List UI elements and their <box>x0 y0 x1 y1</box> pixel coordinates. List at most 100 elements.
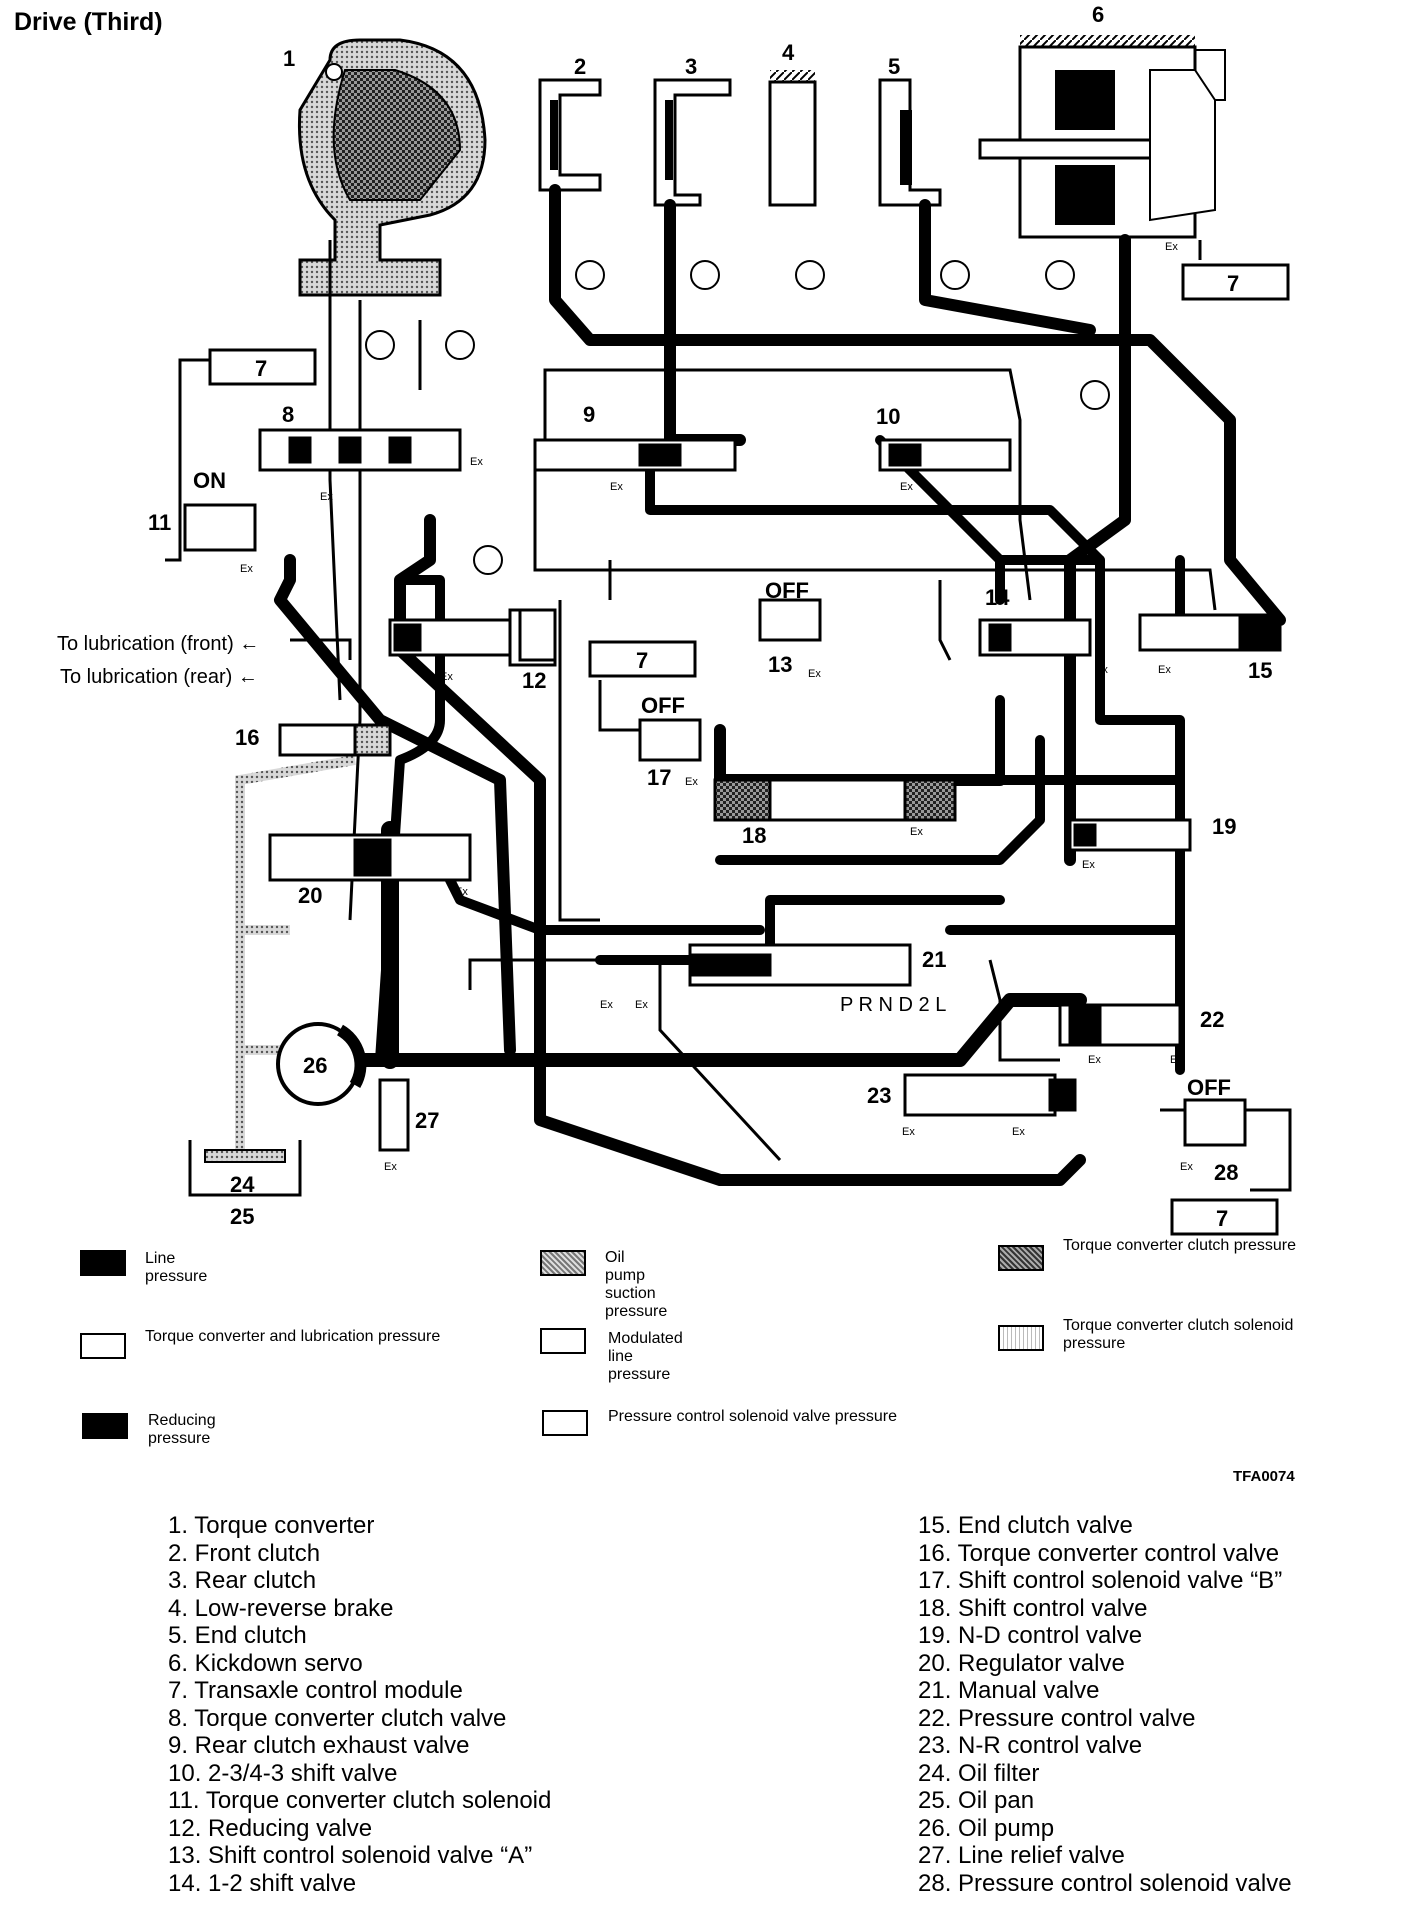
ex-20: Ex <box>1180 1161 1193 1173</box>
part-item: 16. Torque converter control valve <box>918 1539 1280 1567</box>
label-8: 8 <box>282 402 294 427</box>
legend-label: Pressure control solenoid valve pressure <box>608 1408 898 1425</box>
legend-label: Modulated line pressure <box>608 1330 683 1383</box>
label-17: 17 <box>647 765 671 790</box>
label-11: 11 <box>148 510 171 535</box>
part-item: 3. Rear clutch <box>168 1567 317 1594</box>
label-28: 28 <box>1214 1160 1238 1185</box>
part-item: 8. Torque converter clutch valve <box>168 1704 507 1732</box>
label-23: 23 <box>867 1083 891 1108</box>
label-4: 4 <box>782 40 795 65</box>
ex-11: Ex <box>910 826 923 838</box>
part-item: 24. Oil filter <box>918 1759 1040 1787</box>
label-6: 6 <box>1092 2 1104 27</box>
legend-label: Reducing pressure <box>148 1412 216 1447</box>
ex-4: Ex <box>610 481 623 493</box>
label-7-a: 7 <box>255 356 267 381</box>
part-item: 22. Pressure control valve <box>918 1704 1196 1732</box>
label-7-c: 7 <box>1227 271 1239 296</box>
end-clutch <box>878 78 942 207</box>
ex-19: Ex <box>1012 1126 1025 1138</box>
part-item: 9. Rear clutch exhaust valve <box>168 1732 470 1759</box>
legend-label: Torque converter clutch pressure <box>1063 1237 1296 1254</box>
torque-converter <box>297 38 487 297</box>
legend-label: Line pressure <box>145 1250 208 1285</box>
label-1: 1 <box>283 46 295 71</box>
ex-8: Ex <box>1095 664 1108 676</box>
oil-pump <box>276 1022 367 1106</box>
legend-swatch-tc-lube <box>80 1333 126 1359</box>
legend-swatch-pcs <box>542 1410 588 1436</box>
ex-21: Ex <box>384 1161 397 1173</box>
line-relief-valve <box>378 1078 410 1152</box>
label-18: 18 <box>742 823 766 848</box>
label-10: 10 <box>876 404 900 429</box>
label-14: 14 <box>985 585 1010 610</box>
part-item: 13. Shift control solenoid valve “A” <box>168 1842 533 1869</box>
part-item: 11. Torque converter clutch solenoid <box>168 1787 552 1814</box>
label-12: 12 <box>522 668 546 693</box>
label-off-c: OFF <box>1187 1075 1231 1100</box>
part-item: 23. N-R control valve <box>918 1732 1143 1759</box>
ex-2: Ex <box>470 456 483 468</box>
label-lube-rear: To lubrication (rear) ← <box>60 666 258 688</box>
ex-15: Ex <box>635 999 648 1011</box>
legend-swatch-reducing <box>82 1413 128 1439</box>
diagram-labels: 1 2 3 4 5 6 7 7 7 7 8 9 10 11 12 13 14 1… <box>57 2 1272 1231</box>
part-item: 19. N-D control valve <box>918 1622 1143 1649</box>
ex-22: Ex <box>1165 241 1178 253</box>
part-item: 15. End clutch valve <box>918 1512 1133 1539</box>
part-item: 26. Oil pump <box>918 1814 1055 1842</box>
label-22: 22 <box>1200 1007 1224 1032</box>
label-16: 16 <box>235 725 259 750</box>
label-2: 2 <box>574 54 586 79</box>
label-9: 9 <box>583 402 595 427</box>
rear-clutch <box>653 78 732 207</box>
label-5: 5 <box>888 54 900 79</box>
part-item: 2. Front clutch <box>168 1539 321 1567</box>
figure-code: TFA0074 <box>1233 1468 1295 1485</box>
label-27: 27 <box>415 1108 439 1133</box>
label-25: 25 <box>230 1204 254 1229</box>
part-item: 7. Transaxle control module <box>168 1677 463 1704</box>
part-item: 18. Shift control valve <box>918 1594 1148 1622</box>
legend-swatch-tcc <box>998 1245 1044 1271</box>
part-item: 17. Shift control solenoid valve “B” <box>918 1567 1283 1594</box>
ex-10: Ex <box>685 776 698 788</box>
part-item: 6. Kickdown servo <box>168 1649 363 1677</box>
line-pressure-circuits <box>274 184 1286 1186</box>
ex-14: Ex <box>600 999 613 1011</box>
ex-16: Ex <box>1088 1054 1101 1066</box>
ex-7: Ex <box>808 668 821 680</box>
part-item: 21. Manual valve <box>918 1677 1100 1704</box>
parts-list-left: 1. Torque converter 2. Front clutch 3. R… <box>168 1512 551 1897</box>
label-13: 13 <box>768 652 792 677</box>
legend-swatch-tcc-solenoid <box>998 1325 1044 1351</box>
label-19: 19 <box>1212 814 1236 839</box>
front-clutch <box>538 78 602 192</box>
part-item: 12. Reducing valve <box>168 1814 373 1842</box>
ex-5: Ex <box>900 481 913 493</box>
ex-6: Ex <box>440 671 453 683</box>
pressure-gauges <box>365 260 1110 575</box>
ex-3: Ex <box>240 563 253 575</box>
part-item: 1. Torque converter <box>168 1512 375 1539</box>
part-item: 20. Regulator valve <box>918 1649 1125 1677</box>
tcm-boxes <box>208 263 1290 1236</box>
kickdown-servo <box>978 35 1226 239</box>
part-item: 27. Line relief valve <box>918 1842 1125 1869</box>
ex-12: Ex <box>1082 859 1095 871</box>
label-3: 3 <box>685 54 697 79</box>
label-lube-front: To lubrication (front) ← <box>57 633 259 655</box>
label-prnd: P R N D 2 L <box>840 994 946 1016</box>
legend-swatch-modulated <box>540 1328 586 1354</box>
label-26: 26 <box>303 1053 327 1078</box>
label-on: ON <box>193 468 226 493</box>
low-reverse-brake <box>768 70 817 207</box>
label-21: 21 <box>922 947 946 972</box>
ex-18: Ex <box>902 1126 915 1138</box>
part-item: 28. Pressure control solenoid valve <box>918 1869 1292 1897</box>
part-item: 25. Oil pan <box>918 1787 1035 1814</box>
part-item: 5. End clutch <box>168 1622 307 1649</box>
